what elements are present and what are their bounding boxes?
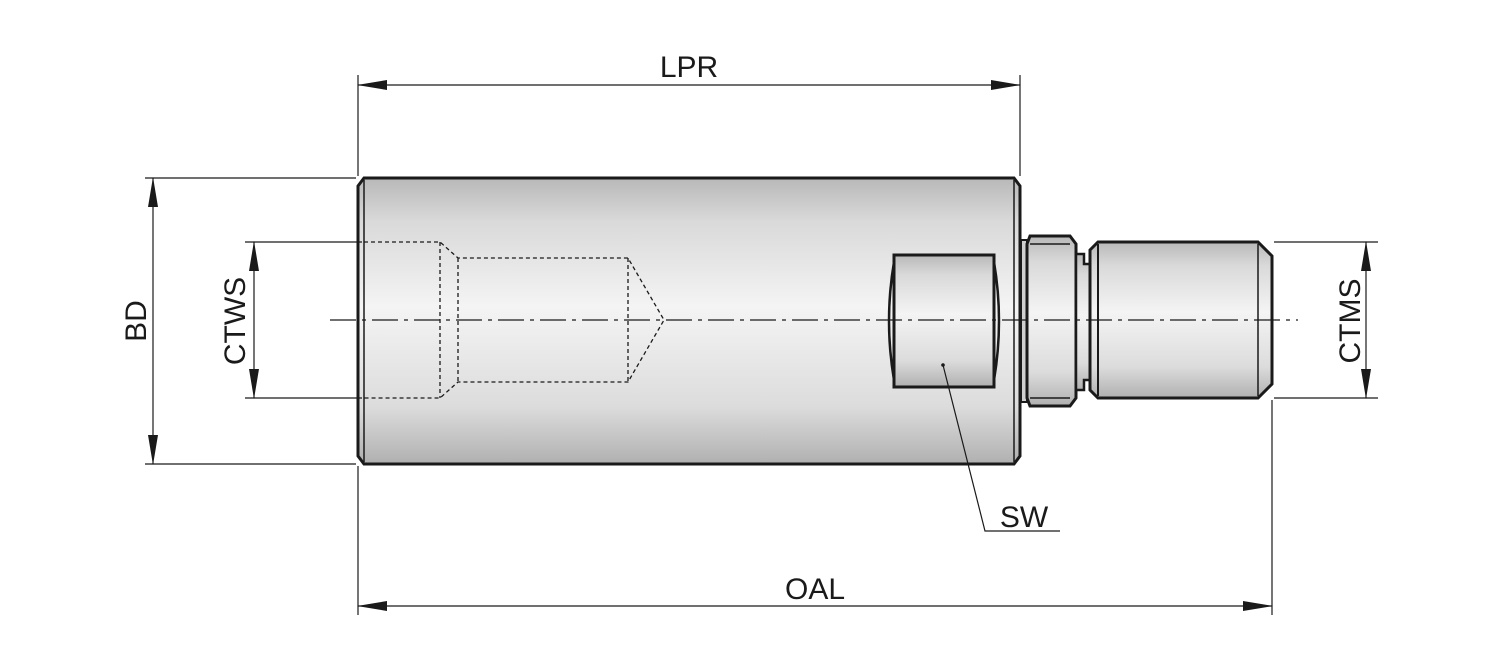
wrench-flat [887,253,1001,389]
ctms-label: CTMS [1334,279,1367,364]
ctws-label: CTWS [219,277,252,365]
dimension-ctws: CTWS [219,241,259,399]
main-body [356,176,1022,466]
bd-label: BD [120,300,153,342]
dimension-ctms: CTMS [1334,241,1371,399]
extension-lines [145,75,1378,615]
dimension-oal: OAL [357,573,1273,611]
dimension-lpr: LPR [357,51,1021,90]
oal-label: OAL [785,573,845,606]
sw-leader-line [942,364,1060,532]
sw-label: SW [1000,501,1049,534]
collar [1020,234,1078,408]
sw-leader-dot [941,363,945,367]
lpr-label: LPR [660,51,718,84]
undercut-neck [1074,252,1092,392]
dimension-bd: BD [120,177,158,465]
sw-leader: SW [941,363,1060,534]
